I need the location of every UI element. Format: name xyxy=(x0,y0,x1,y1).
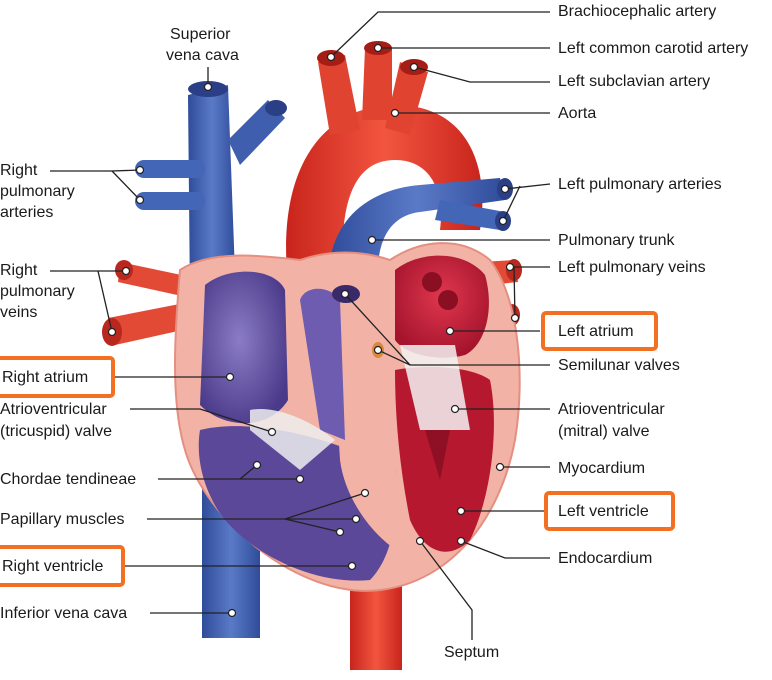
label-left-pulmonary-veins: Left pulmonary veins xyxy=(558,259,706,276)
right-ventricle-highlight xyxy=(0,545,125,587)
label-chordae-tendineae: Chordae tendineae xyxy=(0,471,137,488)
label-right-pulmonary-veins-line2: pulmonary xyxy=(0,283,75,300)
label-left-pulmonary-arteries: Left pulmonary arteries xyxy=(558,176,722,193)
label-av-tricuspid-line1: Atrioventricular xyxy=(0,401,107,418)
label-left-ventricle: Left ventricle xyxy=(558,503,649,520)
label-endocardium: Endocardium xyxy=(558,550,653,567)
label-av-mitral-line2: (mitral) valve xyxy=(558,423,650,440)
label-papillary-muscles: Papillary muscles xyxy=(0,511,125,528)
label-right-pulmonary-veins-line3: veins xyxy=(0,304,38,321)
right-atrium-highlight xyxy=(0,356,115,398)
label-superior-vena-cava-line1: Superior xyxy=(170,26,231,43)
label-brachiocephalic-artery: Brachiocephalic artery xyxy=(558,3,717,20)
label-septum: Septum xyxy=(444,644,500,661)
label-left-common-carotid-artery: Left common carotid artery xyxy=(558,40,749,57)
label-av-tricuspid-line2: (tricuspid) valve xyxy=(0,423,113,440)
label-right-pulmonary-arteries-line1: Right xyxy=(0,162,38,179)
label-myocardium: Myocardium xyxy=(558,460,646,477)
label-pulmonary-trunk: Pulmonary trunk xyxy=(558,232,675,249)
left-ventricle-highlight xyxy=(544,491,675,531)
superior-vena-cava-shape xyxy=(188,85,236,300)
label-superior-vena-cava-line2: vena cava xyxy=(166,47,239,64)
label-right-atrium: Right atrium xyxy=(2,369,89,386)
label-aorta: Aorta xyxy=(558,105,597,122)
label-right-ventricle: Right ventricle xyxy=(2,558,104,575)
label-left-atrium: Left atrium xyxy=(558,323,634,340)
label-semilunar-valves: Semilunar valves xyxy=(558,357,680,374)
label-av-mitral-line1: Atrioventricular xyxy=(558,401,665,418)
label-inferior-vena-cava: Inferior vena cava xyxy=(0,605,128,622)
right-atrium-shape xyxy=(200,271,288,424)
label-left-subclavian-artery: Left subclavian artery xyxy=(558,73,711,90)
label-right-pulmonary-arteries-line2: pulmonary xyxy=(0,183,75,200)
left-atrium-highlight xyxy=(541,311,658,351)
leader-lines xyxy=(50,11,551,640)
label-right-pulmonary-arteries-line3: arteries xyxy=(0,204,54,221)
label-dots xyxy=(107,43,520,618)
label-right-pulmonary-veins-line1: Right xyxy=(0,262,38,279)
